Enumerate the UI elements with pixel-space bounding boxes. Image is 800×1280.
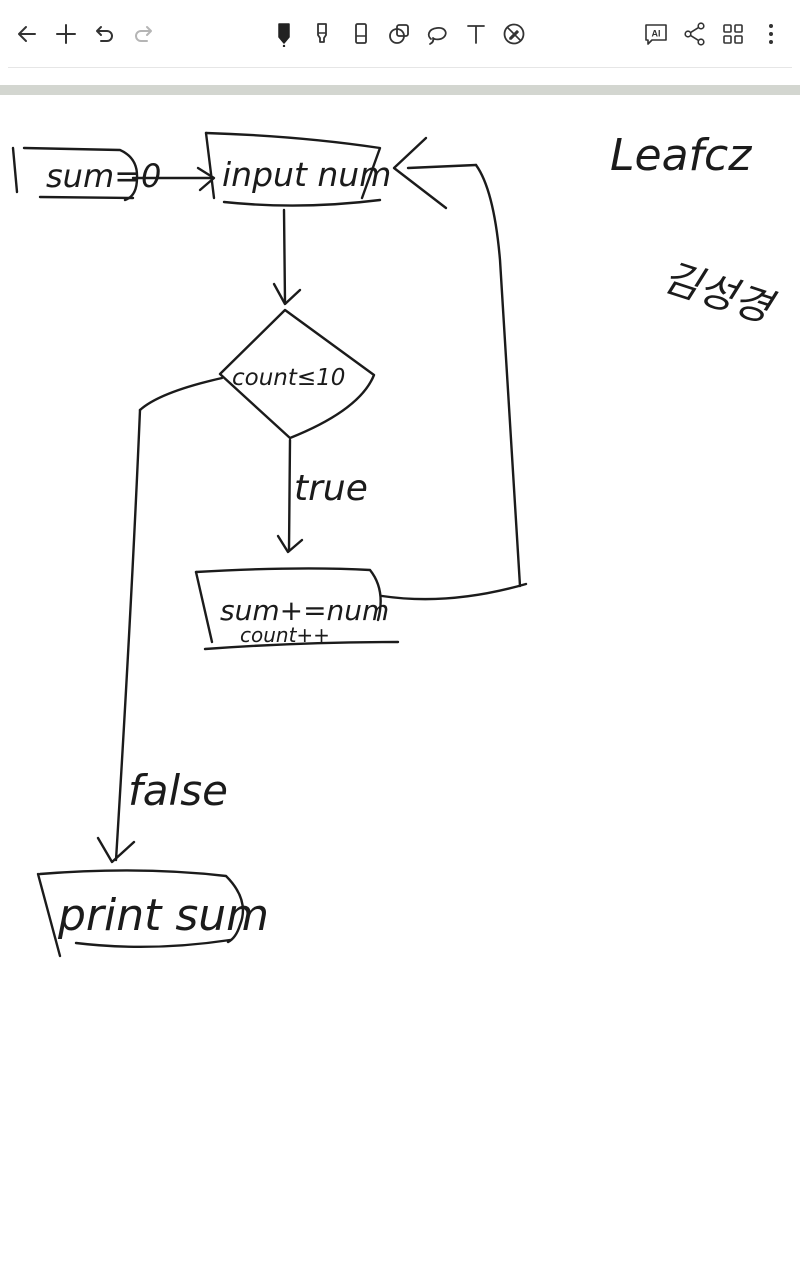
process-line2: count++ [240,623,330,647]
flowchart-output-node: print sum [36,869,269,958]
undo-icon [96,26,113,42]
toolbar-divider [8,67,792,68]
note-top-right: Leafcz [610,130,752,181]
arrow-decision-false: false [96,376,228,864]
more-options-button[interactable] [752,14,790,54]
text-icon [467,25,485,44]
redo-icon [135,26,152,42]
add-button[interactable] [47,14,85,54]
highlighter-icon [317,23,327,43]
shape-tool[interactable] [380,14,418,54]
shapes-icon [389,24,409,44]
false-label: false [128,766,228,815]
text-tool[interactable] [457,14,495,54]
share-icon [684,22,705,46]
handwritten-notes: Leafcz 김성경 [610,130,781,333]
top-toolbar: AI [0,0,800,68]
true-label: true [294,468,368,509]
eraser-icon [355,23,367,44]
redo-button[interactable] [124,14,162,54]
page-top-edge [0,85,800,95]
pen-off-icon [503,23,525,45]
lasso-tool[interactable] [418,14,456,54]
eraser-tool[interactable] [342,14,380,54]
flowchart-decision-node: count≤10 [218,308,376,440]
note-canvas[interactable]: sum=0 input num count≤10 true [0,95,800,1280]
flowchart-input-node: input num [204,131,391,207]
arrow-start-to-input [131,166,216,192]
undo-button[interactable] [86,14,124,54]
flowchart-start-node: sum=0 [11,146,161,202]
note-korean: 김성경 [657,254,780,333]
back-button[interactable] [8,14,46,54]
ai-button[interactable]: AI [637,14,675,54]
decision-label: count≤10 [232,365,345,391]
pen-icon [278,23,290,47]
process-line1: sum+=num [220,594,389,627]
pen-tool[interactable] [265,14,303,54]
disable-pen-tool[interactable] [495,14,533,54]
ai-label: AI [652,29,661,39]
output-label: print sum [57,890,269,941]
plus-icon [56,24,76,44]
input-label: input num [222,155,391,194]
start-label: sum=0 [46,157,161,195]
arrow-loop-back [380,136,528,601]
more-vertical-icon [769,24,773,44]
lasso-icon [427,27,447,45]
highlighter-tool[interactable] [303,14,341,54]
share-button[interactable] [676,14,714,54]
handwriting-layer: sum=0 input num count≤10 true [11,130,781,958]
arrow-input-to-decision [272,208,302,306]
pages-grid-button[interactable] [714,14,752,54]
grid-icon [723,24,743,44]
ai-icon: AI [645,24,667,45]
flowchart-process-node: sum+=num count++ [194,567,400,651]
arrow-left-icon [18,26,36,42]
arrow-decision-true: true [276,438,368,554]
